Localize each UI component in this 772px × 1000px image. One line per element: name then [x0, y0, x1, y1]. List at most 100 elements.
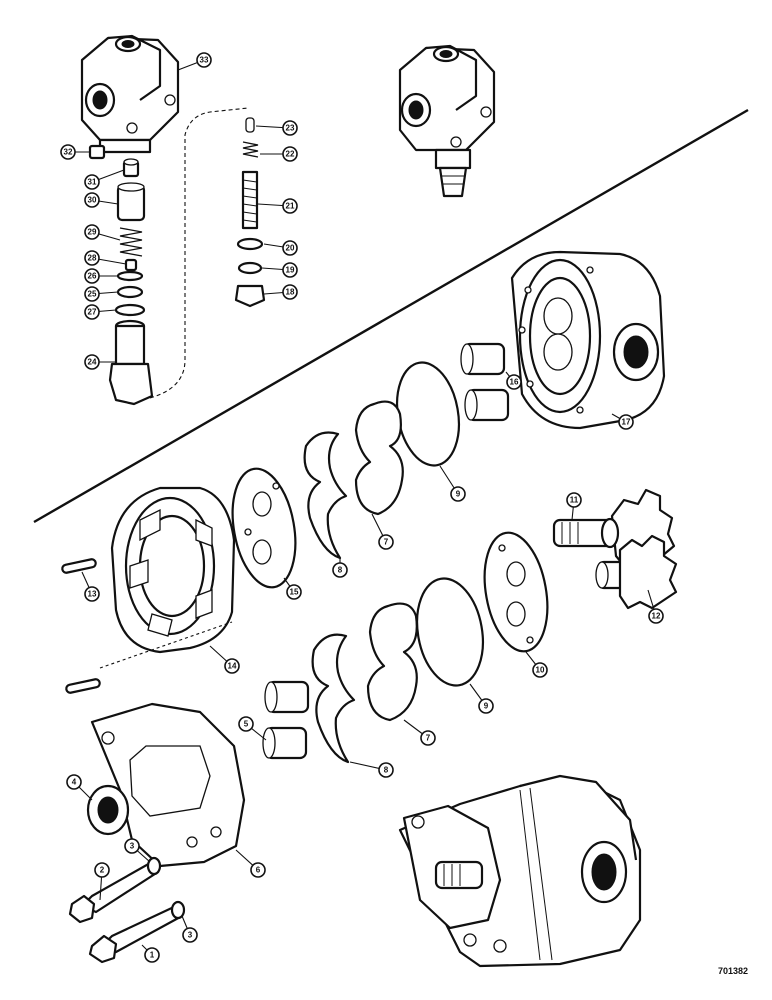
callout-number: 14: [228, 662, 237, 671]
callout-circle: [224, 658, 240, 674]
callout-circle: [94, 862, 110, 878]
callout-number: 33: [200, 56, 209, 65]
callout-27: 27: [84, 304, 100, 320]
callout-number: 16: [510, 378, 519, 387]
callout-number: 24: [88, 358, 97, 367]
callout-29: 29: [84, 224, 100, 240]
callout-circle: [378, 534, 394, 550]
part-17-rear-housing: [510, 250, 666, 430]
callout-number: 6: [256, 866, 261, 875]
valve-assembled: [398, 44, 496, 198]
part-28: [124, 258, 138, 272]
callout-number: 27: [88, 308, 97, 317]
callout-circle: [450, 486, 466, 502]
callout-9: 9: [478, 698, 494, 714]
callout-number: 25: [88, 290, 97, 299]
callout-circle: [84, 224, 100, 240]
part-29-spring: [119, 227, 143, 257]
callout-14: 14: [224, 658, 240, 674]
separator-line: [33, 108, 749, 524]
callout-number: 26: [88, 272, 97, 281]
callout-26: 26: [84, 268, 100, 284]
callout-24: 24: [84, 354, 100, 370]
callout-25: 25: [84, 286, 100, 302]
callout-number: 32: [64, 148, 73, 157]
callout-circle: [238, 716, 254, 732]
callout-number: 8: [338, 566, 343, 575]
callout-circle: [84, 192, 100, 208]
callout-number: 18: [286, 288, 295, 297]
part-24-fitting: [108, 319, 154, 406]
callout-circle: [84, 304, 100, 320]
callout-3: 3: [182, 927, 198, 943]
callout-number: 13: [88, 590, 97, 599]
part-3-washer-upper: [146, 856, 162, 876]
callout-21: 21: [282, 198, 298, 214]
callout-circle: [506, 374, 522, 390]
callout-circle: [532, 662, 548, 678]
callout-10: 10: [532, 662, 548, 678]
part-13-dowel-pin-upper: [61, 558, 97, 574]
part-30-sleeve: [116, 182, 146, 222]
callout-circle: [84, 286, 100, 302]
part-6-front-cover: [90, 702, 246, 868]
part-9-oring-lower: [416, 577, 484, 687]
callout-number: 11: [570, 496, 579, 505]
callout-circle: [84, 354, 100, 370]
callout-circle: [182, 927, 198, 943]
callout-circle: [250, 862, 266, 878]
callout-8: 8: [378, 762, 394, 778]
part-20-washer: [236, 237, 264, 251]
callout-18: 18: [282, 284, 298, 300]
part-21-threaded-rod: [241, 170, 259, 230]
part-16-bushings: [460, 342, 510, 422]
callout-circle: [282, 198, 298, 214]
callout-number: 20: [286, 244, 295, 253]
callout-circle: [618, 414, 634, 430]
part-18-cap-nut: [234, 284, 266, 308]
part-26-washer: [116, 270, 144, 282]
callout-13: 13: [84, 586, 100, 602]
callout-3: 3: [124, 838, 140, 854]
callout-20: 20: [282, 240, 298, 256]
part-1-bolt: [88, 904, 184, 964]
callout-number: 7: [426, 734, 431, 743]
callout-number: 22: [286, 150, 295, 159]
part-8-seal-lower: [311, 633, 356, 764]
callout-number: 3: [188, 931, 193, 940]
callout-31: 31: [84, 174, 100, 190]
callout-number: 9: [484, 702, 489, 711]
callout-circle: [332, 562, 348, 578]
callout-circle: [282, 146, 298, 162]
callout-circle: [66, 774, 82, 790]
callout-circle: [420, 730, 436, 746]
part-4-shaft-seal: [86, 784, 130, 836]
part-7-seal-lower: [366, 602, 418, 722]
callout-number: 7: [384, 538, 389, 547]
callout-circle: [648, 608, 664, 624]
callout-number: 29: [88, 228, 97, 237]
part-8-seal-upper: [303, 431, 348, 560]
callout-circle: [566, 492, 582, 508]
callout-12: 12: [648, 608, 664, 624]
callout-number: 1: [150, 951, 155, 960]
dowel-guide-line: [99, 621, 233, 669]
callout-circle: [286, 584, 302, 600]
dashed-assembly-line: [149, 107, 249, 399]
callout-28: 28: [84, 250, 100, 266]
callout-11: 11: [566, 492, 582, 508]
callout-circle: [282, 284, 298, 300]
callout-circle: [84, 586, 100, 602]
callout-7: 7: [420, 730, 436, 746]
callout-23: 23: [282, 120, 298, 136]
callout-number: 21: [286, 202, 295, 211]
callout-number: 12: [652, 612, 661, 621]
callout-circle: [124, 838, 140, 854]
callout-33: 33: [196, 52, 212, 68]
callout-number: 23: [286, 124, 295, 133]
part-23-pin: [245, 117, 255, 133]
callout-number: 3: [130, 842, 135, 851]
part-5-bushings: [262, 680, 310, 760]
callout-32: 32: [60, 144, 76, 160]
part-7-seal-upper: [354, 400, 404, 516]
